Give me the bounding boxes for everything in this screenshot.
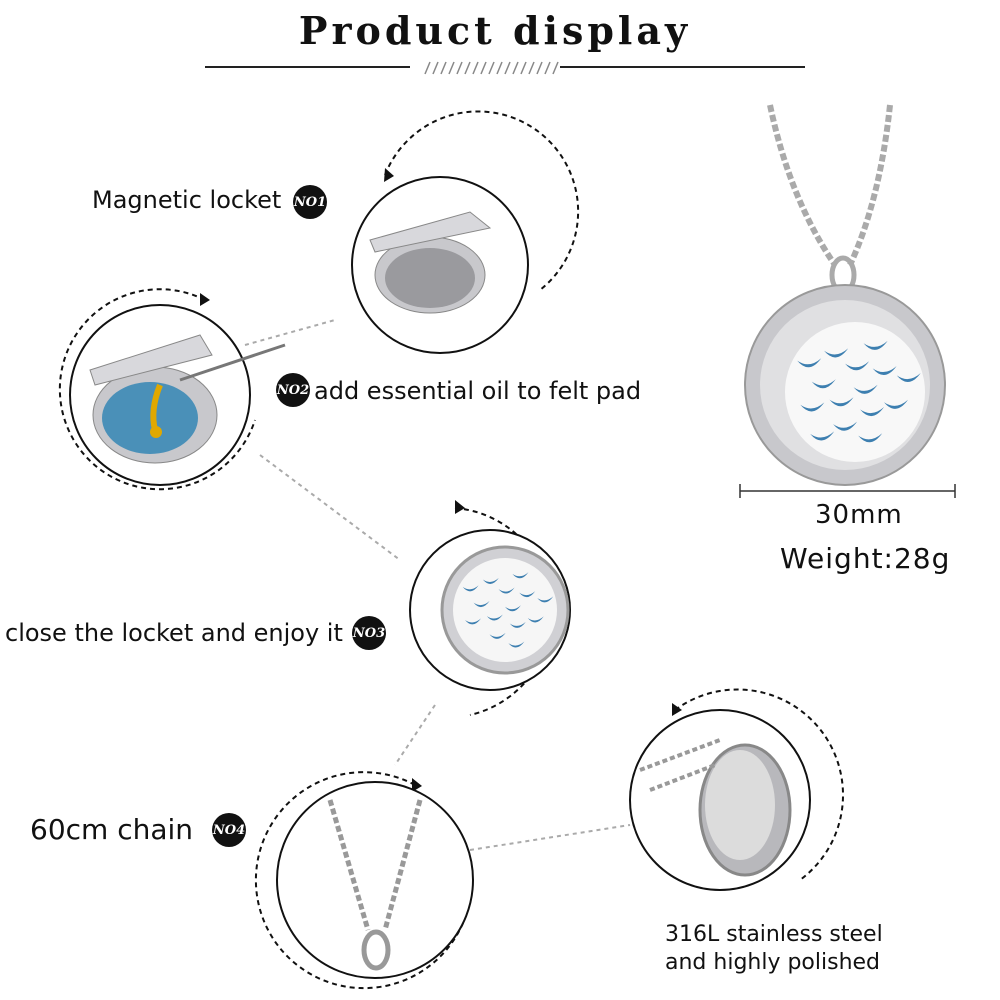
step3-label: close the locket and enjoy it bbox=[5, 619, 343, 647]
bird-icon bbox=[509, 621, 526, 628]
header-hatch bbox=[424, 61, 559, 75]
bird-icon bbox=[486, 614, 503, 621]
bird-icon bbox=[853, 384, 878, 394]
material-spec-line1: 316L stainless steel bbox=[665, 922, 883, 947]
step3-badge: NO3 bbox=[352, 616, 386, 650]
step2-image bbox=[58, 288, 286, 491]
bird-icon bbox=[537, 596, 554, 603]
step2-label: add essential oil to felt pad bbox=[314, 377, 642, 405]
bird-icon bbox=[797, 358, 822, 368]
connectors bbox=[244, 319, 631, 851]
step4-label: 60cm chain bbox=[30, 813, 194, 846]
bird-icon bbox=[498, 587, 515, 594]
bird-icon bbox=[462, 585, 479, 592]
bird-icon bbox=[845, 361, 870, 371]
bird-icon bbox=[508, 641, 525, 648]
step4-image bbox=[254, 771, 474, 990]
bird-icon bbox=[811, 379, 836, 389]
bird-icon bbox=[872, 365, 897, 376]
weight-spec: Weight:28g bbox=[780, 542, 951, 575]
bird-icon bbox=[504, 605, 521, 612]
bird-icon bbox=[810, 431, 835, 441]
bird-icon bbox=[833, 421, 858, 431]
step3-image bbox=[409, 500, 571, 716]
bird-icon bbox=[860, 407, 885, 417]
page-title: Product display bbox=[298, 8, 692, 53]
bird-icon bbox=[489, 632, 506, 639]
bird-icon bbox=[465, 618, 482, 625]
bird-icon bbox=[527, 616, 544, 623]
step2-badge: NO2 bbox=[276, 373, 310, 407]
bird-icon bbox=[829, 397, 854, 407]
step1-badge: NO1 bbox=[293, 185, 327, 219]
step5-image bbox=[629, 688, 844, 891]
bird-icon bbox=[512, 572, 529, 579]
step1-label: Magnetic locket bbox=[92, 186, 282, 214]
step4-badge: NO4 bbox=[212, 813, 246, 847]
bird-icon bbox=[824, 348, 849, 358]
material-spec-line2: and highly polished bbox=[665, 950, 881, 975]
main-pendant-image bbox=[739, 104, 956, 498]
bird-icon bbox=[473, 601, 490, 608]
bird-icon bbox=[858, 433, 883, 443]
step1-image bbox=[351, 110, 580, 354]
diameter-spec: 30mm bbox=[815, 500, 903, 530]
bird-icon bbox=[863, 340, 888, 350]
bird-icon bbox=[896, 373, 921, 383]
bird-icon bbox=[519, 591, 536, 598]
bird-icon bbox=[800, 402, 825, 412]
bird-icon bbox=[884, 399, 909, 409]
bird-icon bbox=[482, 577, 499, 584]
